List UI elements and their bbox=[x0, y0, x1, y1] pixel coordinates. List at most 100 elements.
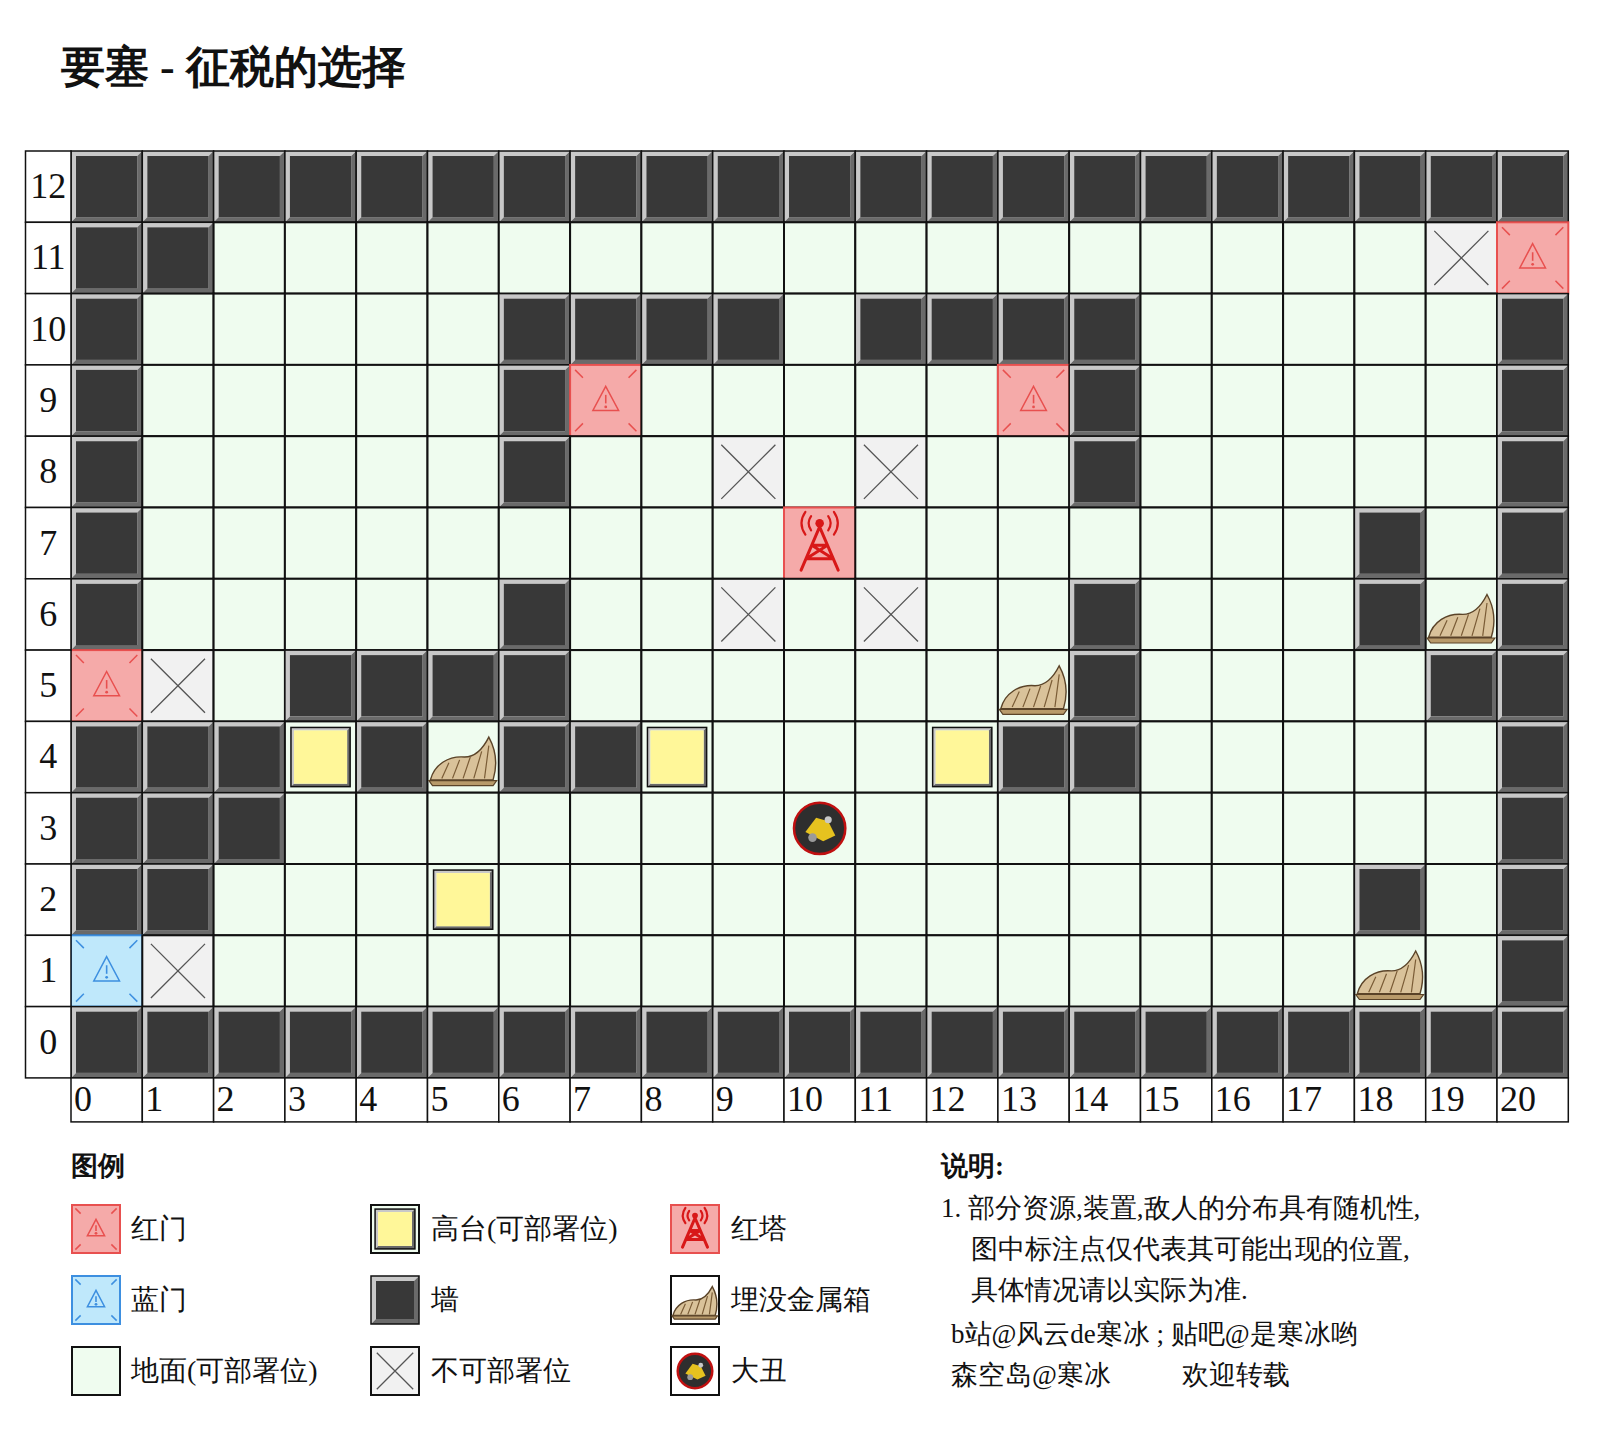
ground-cell-part bbox=[499, 935, 570, 1006]
wall-cell bbox=[641, 294, 712, 365]
column-number: 8 bbox=[644, 1078, 710, 1122]
wall-cell-part bbox=[71, 436, 142, 507]
ground-cell bbox=[641, 579, 712, 650]
wall-cell-part bbox=[1497, 294, 1568, 365]
crate-cell-part bbox=[428, 721, 499, 792]
ground-cell bbox=[285, 436, 356, 507]
ground-cell bbox=[1426, 436, 1497, 507]
wall-cell-part bbox=[1497, 864, 1568, 935]
wall-cell-part bbox=[1354, 864, 1425, 935]
ground-cell-part bbox=[784, 935, 855, 1006]
ground-cell bbox=[1141, 721, 1212, 792]
ground-cell-part bbox=[1141, 721, 1212, 792]
wall-cell bbox=[1497, 508, 1568, 579]
wall-cell bbox=[356, 650, 427, 721]
wall-cell-part bbox=[285, 650, 356, 721]
ground-cell bbox=[428, 294, 499, 365]
rdoor-swatch bbox=[71, 1204, 121, 1254]
wall-cell-part bbox=[1069, 579, 1140, 650]
wall-cell-part bbox=[1212, 151, 1283, 222]
wall-cell bbox=[641, 1007, 712, 1078]
ground-cell bbox=[428, 579, 499, 650]
wall-cell-part bbox=[1497, 935, 1568, 1006]
ground-cell bbox=[356, 294, 427, 365]
high-cell bbox=[428, 864, 499, 935]
ground-cell-part bbox=[713, 222, 784, 293]
wall-cell-part bbox=[1497, 294, 1568, 365]
wall-cell-part bbox=[285, 151, 356, 222]
wall-cell-part bbox=[1069, 294, 1140, 365]
wall-cell-part bbox=[147, 798, 208, 859]
bdoor-cell bbox=[71, 935, 142, 1006]
ground-cell bbox=[927, 935, 998, 1006]
ground-cell bbox=[356, 508, 427, 579]
bdoor-sample bbox=[72, 1276, 120, 1324]
wall-cell-part bbox=[142, 1007, 213, 1078]
wall-cell-part bbox=[1497, 508, 1568, 579]
tower-sample-part bbox=[683, 1208, 708, 1223]
wall-cell-part bbox=[1074, 726, 1135, 787]
wall-cell bbox=[1426, 650, 1497, 721]
row-number: 2 bbox=[26, 864, 72, 935]
row-number: 7 bbox=[26, 508, 72, 579]
ground-cell-part bbox=[1212, 365, 1283, 436]
ground-cell-part bbox=[428, 935, 499, 1006]
wall-cell-part bbox=[1074, 441, 1135, 502]
wall-cell-part bbox=[76, 513, 137, 574]
ground-cell bbox=[855, 508, 926, 579]
ground-cell bbox=[499, 793, 570, 864]
ground-cell-part bbox=[1426, 793, 1497, 864]
wall-cell bbox=[641, 151, 712, 222]
wall-cell-part bbox=[1074, 1012, 1135, 1073]
row-number: 5 bbox=[26, 650, 72, 721]
ground-cell bbox=[641, 793, 712, 864]
wall-cell-part bbox=[219, 1012, 280, 1073]
ground-cell-part bbox=[214, 365, 285, 436]
ground-cell bbox=[1354, 436, 1425, 507]
axis-cell bbox=[26, 1007, 72, 1078]
ground-cell bbox=[784, 294, 855, 365]
ground-cell bbox=[285, 294, 356, 365]
row-number: 11 bbox=[26, 222, 72, 293]
legend-text: 蓝门 bbox=[131, 1275, 187, 1325]
ground-cell-part bbox=[570, 508, 641, 579]
wall-cell-part bbox=[499, 579, 570, 650]
wall-cell-part bbox=[76, 227, 137, 288]
crate-cell-part bbox=[430, 737, 495, 780]
axis-cell bbox=[26, 365, 72, 436]
ground-cell bbox=[1069, 222, 1140, 293]
ground-cell bbox=[1426, 935, 1497, 1006]
wall-sample-part bbox=[371, 1276, 419, 1324]
bdoor-sample-part bbox=[95, 1296, 97, 1302]
wall-cell-part bbox=[1354, 1007, 1425, 1078]
wall-cell-part bbox=[1069, 436, 1140, 507]
wall-cell-part bbox=[570, 1007, 641, 1078]
wall-cell-part bbox=[998, 294, 1069, 365]
rdoor-cell-part bbox=[575, 423, 583, 431]
ground-cell-part bbox=[356, 294, 427, 365]
ground-cell bbox=[1212, 436, 1283, 507]
ground-cell bbox=[214, 650, 285, 721]
wall-cell-part bbox=[1502, 869, 1563, 930]
wall-cell-part bbox=[71, 436, 142, 507]
ground-cell bbox=[855, 365, 926, 436]
wall-cell-part bbox=[71, 151, 142, 222]
wall-cell bbox=[855, 151, 926, 222]
wall-cell-part bbox=[504, 726, 565, 787]
ground-cell bbox=[285, 579, 356, 650]
ground-cell bbox=[1141, 579, 1212, 650]
crate-cell-part bbox=[1426, 579, 1497, 650]
ground-cell-part bbox=[1212, 294, 1283, 365]
rdoor-cell bbox=[1497, 222, 1568, 293]
row-number: 10 bbox=[26, 294, 72, 365]
wall-cell-part bbox=[641, 1007, 712, 1078]
ground-cell bbox=[855, 793, 926, 864]
wall-cell-part bbox=[641, 151, 712, 222]
x-cell-part bbox=[1426, 222, 1497, 293]
wall-cell-part bbox=[499, 365, 570, 436]
high-cell-part bbox=[927, 721, 998, 792]
ground-cell-part bbox=[570, 579, 641, 650]
wall-cell-part bbox=[1354, 151, 1425, 222]
crate-cell-part bbox=[1369, 960, 1416, 993]
